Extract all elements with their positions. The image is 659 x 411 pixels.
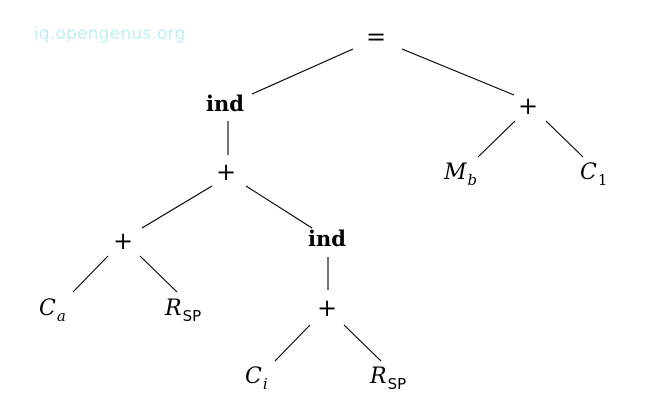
node-Mb-sub: b — [468, 171, 478, 189]
edge-plus-mid-ind-mid — [245, 185, 313, 229]
node-RSP-1-sub: SP — [183, 307, 202, 325]
edge-plus-left-RSP1 — [139, 255, 178, 293]
edge-plus-mid-plus-left — [141, 185, 213, 229]
node-Ci: Ci — [245, 364, 268, 393]
node-Mb: Mb — [443, 160, 477, 189]
node-ind-mid: ind — [308, 226, 346, 251]
node-plus-right: + — [518, 92, 538, 120]
node-Ca-sub: a — [57, 307, 66, 325]
node-C1-sub: 1 — [598, 171, 608, 189]
node-Ci-main: C — [245, 364, 262, 389]
node-C1-main: C — [580, 160, 597, 185]
edge-root-ind-top — [251, 48, 354, 95]
node-plus-left: + — [113, 227, 133, 255]
node-Ca: Ca — [39, 296, 66, 325]
node-RSP-1-main: R — [164, 296, 182, 321]
node-Ca-main: C — [39, 296, 56, 321]
edge-plus-low-RSP2 — [343, 324, 382, 362]
node-ind-top: ind — [206, 91, 244, 116]
tree-edges — [72, 48, 584, 362]
node-root-equals: = — [366, 23, 386, 51]
node-Mb-main: M — [443, 160, 467, 185]
edge-plus-low-Ci — [274, 324, 311, 362]
node-RSP-2-sub: SP — [388, 375, 407, 393]
edge-plus-right-C1 — [545, 120, 584, 158]
edge-plus-left-Ca — [72, 255, 109, 293]
edge-plus-right-Mb — [477, 120, 516, 158]
edge-root-plus-right — [401, 48, 515, 96]
node-RSP-2: RSP — [369, 364, 406, 393]
node-Ci-sub: i — [263, 375, 268, 393]
tree-nodes: = ind + Mb C1 + + ind Ca RSP + Ci RSP — [39, 23, 607, 393]
node-plus-low: + — [317, 294, 337, 322]
node-plus-mid: + — [216, 158, 236, 186]
watermark-text: iq.opengenus.org — [34, 24, 186, 44]
node-RSP-2-main: R — [369, 364, 387, 389]
node-C1: C1 — [580, 160, 607, 189]
node-RSP-1: RSP — [164, 296, 201, 325]
